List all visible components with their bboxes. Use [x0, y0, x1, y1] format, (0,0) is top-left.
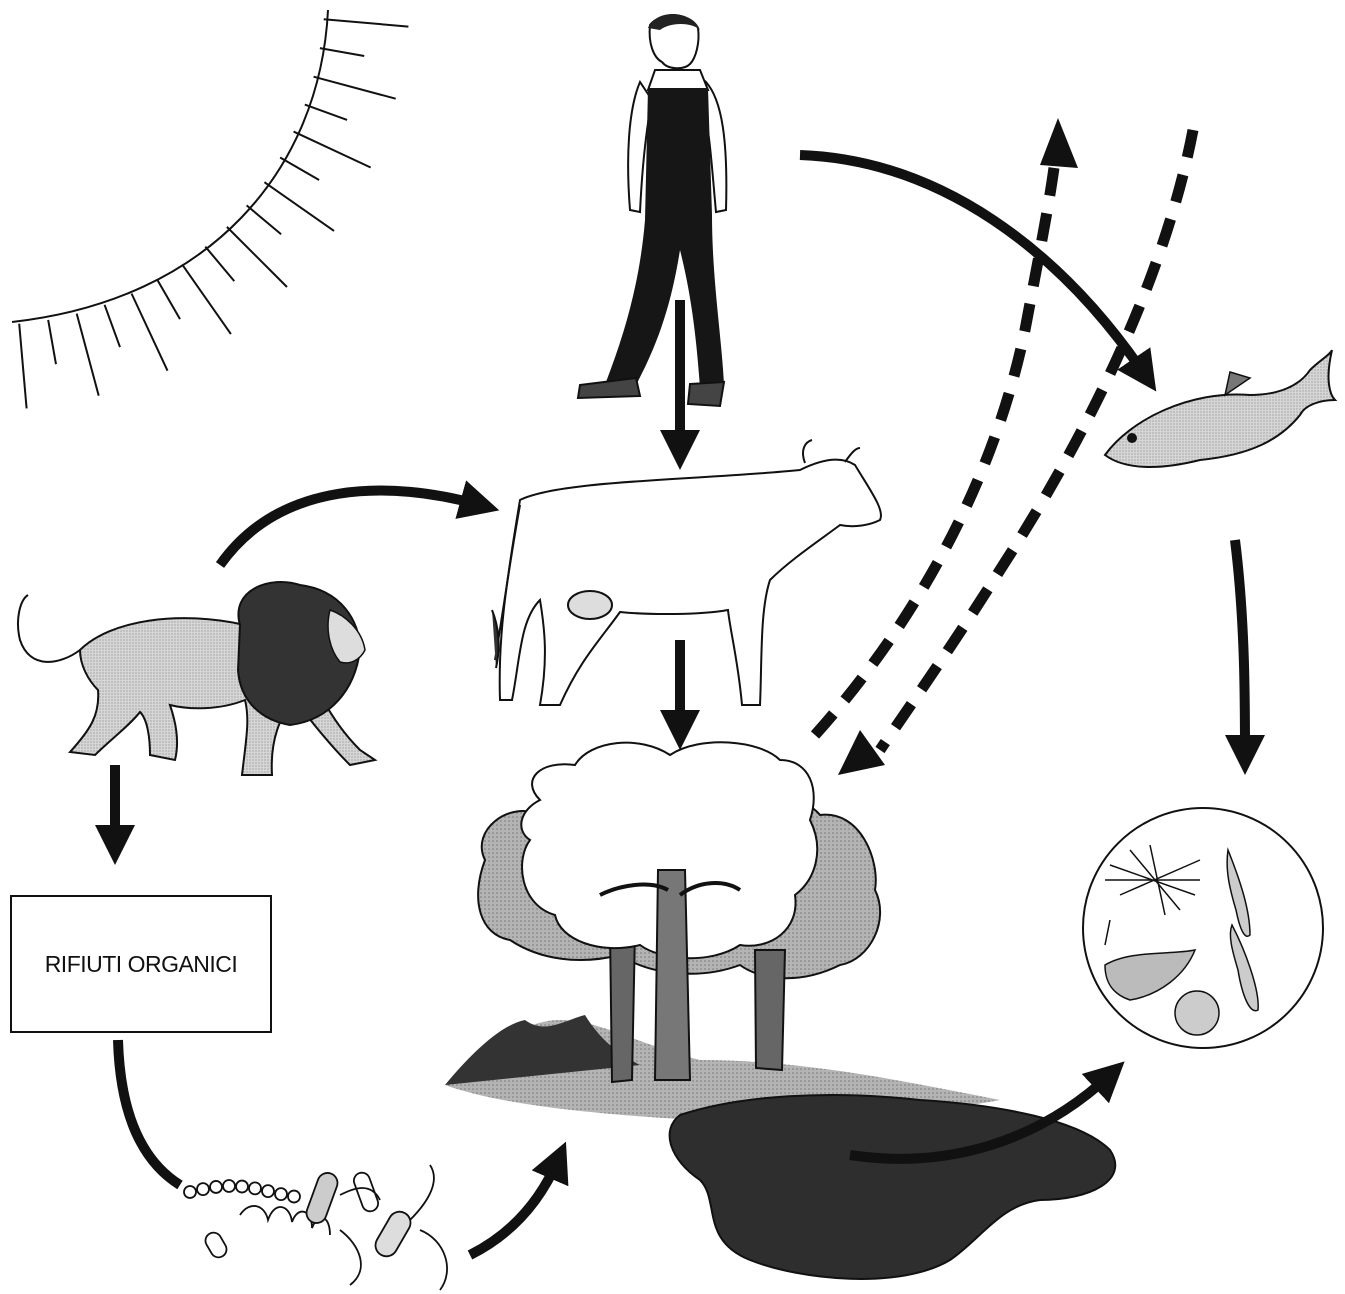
- bacteria-bead: [261, 1184, 275, 1199]
- bacteria-bead: [183, 1185, 197, 1199]
- dashed-arrow-down: [875, 128, 1199, 754]
- sun-ray: [313, 75, 396, 100]
- microorganisms-icon: [1082, 807, 1324, 1049]
- sun-ray: [226, 226, 288, 288]
- arrow-pond-to-micro: [849, 1061, 1125, 1164]
- arrow-bacteria-to-tree: [467, 1141, 569, 1260]
- sun-ray: [279, 156, 320, 181]
- organic-waste-box: RIFIUTI ORGANICI: [10, 895, 272, 1033]
- sun-ray: [130, 293, 169, 372]
- dashed-arrows: [810, 128, 1199, 754]
- sun-ray: [245, 204, 282, 236]
- sun-icon: [11, 9, 409, 409]
- sun-ray: [293, 130, 372, 169]
- bacteria-bead: [222, 1179, 236, 1193]
- lion-icon: [17, 580, 378, 776]
- bacteria-bead: [209, 1180, 223, 1194]
- arrow-waste-to-bacteria: [113, 1039, 183, 1190]
- bacteria-bead: [287, 1189, 301, 1204]
- bacteria-bead: [196, 1182, 210, 1197]
- dashed-arrow-down-head: [838, 730, 885, 775]
- sun-ray: [323, 18, 409, 28]
- arrow-lion-to-cow: [215, 480, 500, 568]
- sun-ray: [47, 319, 57, 365]
- farmer-icon: [576, 14, 728, 408]
- bacteria-bead: [274, 1187, 288, 1202]
- fish-icon: [1103, 349, 1338, 468]
- bacteria-bead: [248, 1181, 262, 1196]
- dashed-arrow-up: [810, 159, 1061, 739]
- sun-ray: [319, 47, 365, 57]
- dashed-arrow-up-head: [1040, 118, 1078, 168]
- sun-ray: [263, 181, 335, 232]
- bacteria-icon: [183, 1164, 448, 1291]
- sun-ray: [181, 263, 232, 335]
- arrow-fish-to-micro: [1224, 539, 1265, 775]
- sun-ray: [103, 304, 121, 348]
- cow-icon: [491, 439, 882, 706]
- sun-ray: [75, 313, 100, 396]
- arrow-farmer-to-fish: [799, 150, 1157, 392]
- bacteria-bead: [235, 1179, 249, 1194]
- flow-arrows: [95, 150, 1265, 1260]
- organic-waste-label: RIFIUTI ORGANICI: [44, 950, 238, 977]
- sun-ray: [156, 279, 181, 320]
- sun-ray: [18, 323, 28, 409]
- sun-ray: [304, 103, 348, 121]
- tree-icon: [445, 741, 1000, 1122]
- sun-ray: [204, 245, 236, 282]
